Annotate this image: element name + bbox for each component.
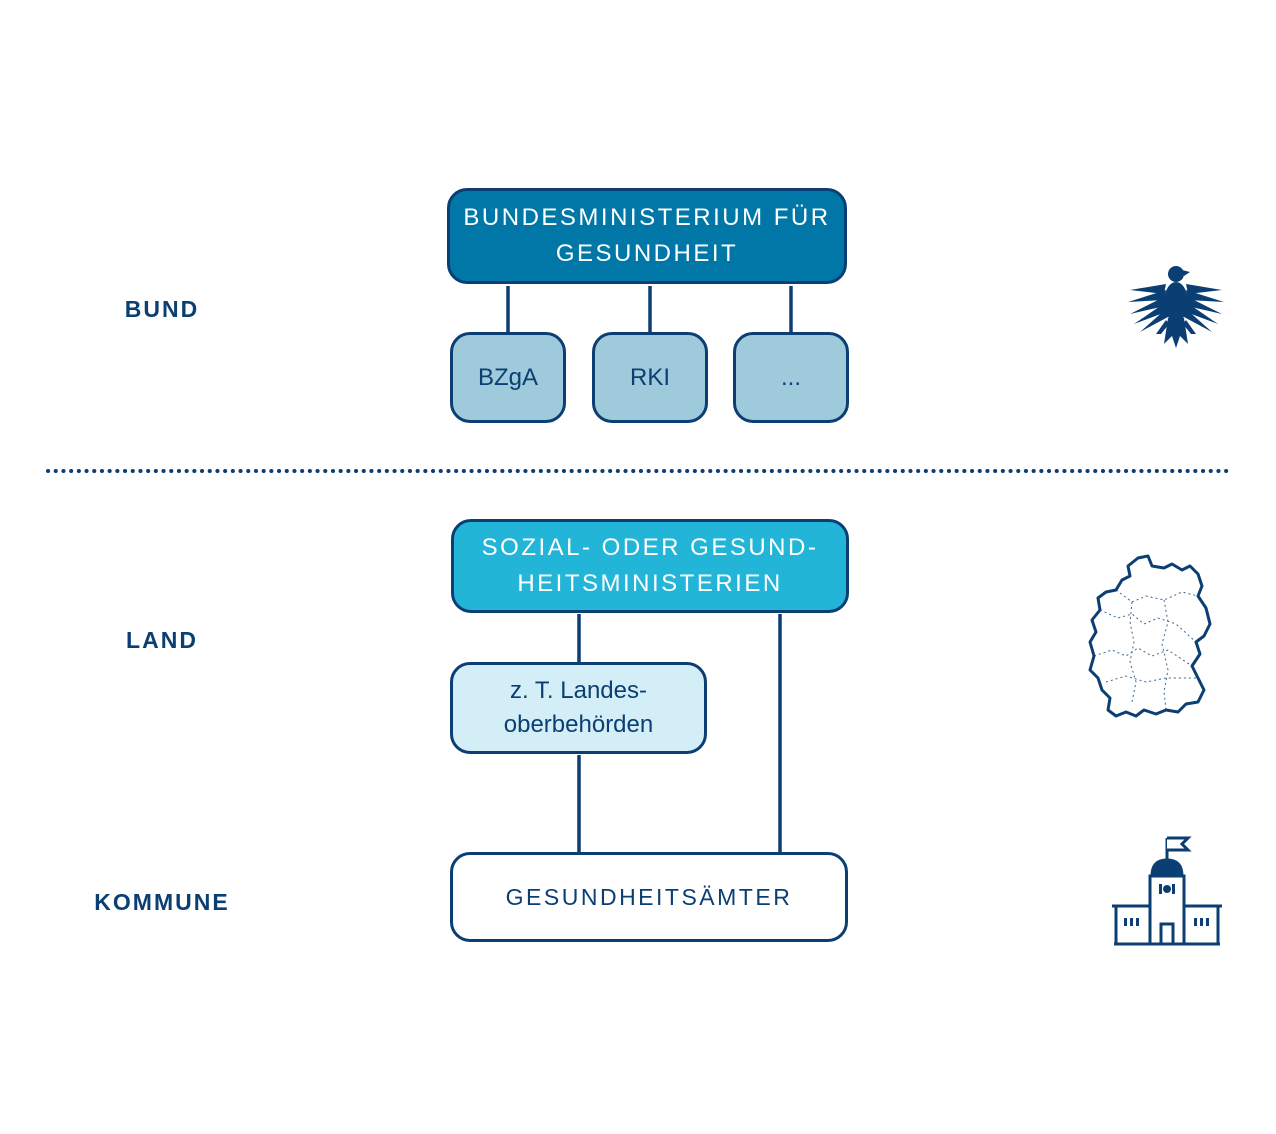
agency-box-rki: RKI <box>592 332 708 423</box>
landesober-box: z. T. Landes- oberbehörden <box>450 662 707 754</box>
ministry-bund-label: BUNDESMINISTERIUM FÜR GESUNDHEIT <box>463 204 831 267</box>
level-label-land: LAND <box>126 627 198 653</box>
agency-label-more: ... <box>780 363 801 391</box>
ministry-land-label: SOZIAL- ODER GESUND- HEITSMINISTERIEN <box>481 534 819 597</box>
gesundheitsaemter-box: GESUNDHEITSÄMTER <box>450 852 848 942</box>
germany-map-icon <box>1088 554 1212 718</box>
agency-box-bzga: BZgA <box>450 332 566 423</box>
agency-label-rki: RKI <box>629 363 670 391</box>
agency-label-bzga: BZgA <box>477 363 539 391</box>
level-label-kommune: KOMMUNE <box>94 889 230 915</box>
gesundheitsaemter-label: GESUNDHEITSÄMTER <box>505 883 793 910</box>
town-hall-icon <box>1112 836 1222 946</box>
ministry-land-box: SOZIAL- ODER GESUND- HEITSMINISTERIEN <box>451 519 849 613</box>
ministry-bund-box: BUNDESMINISTERIUM FÜR GESUNDHEIT <box>447 188 847 284</box>
federal-eagle-icon <box>1128 266 1224 348</box>
agency-box-more: ... <box>733 332 849 423</box>
level-label-bund: BUND <box>124 296 200 322</box>
landesober-label: z. T. Landes- oberbehörden <box>503 677 654 738</box>
